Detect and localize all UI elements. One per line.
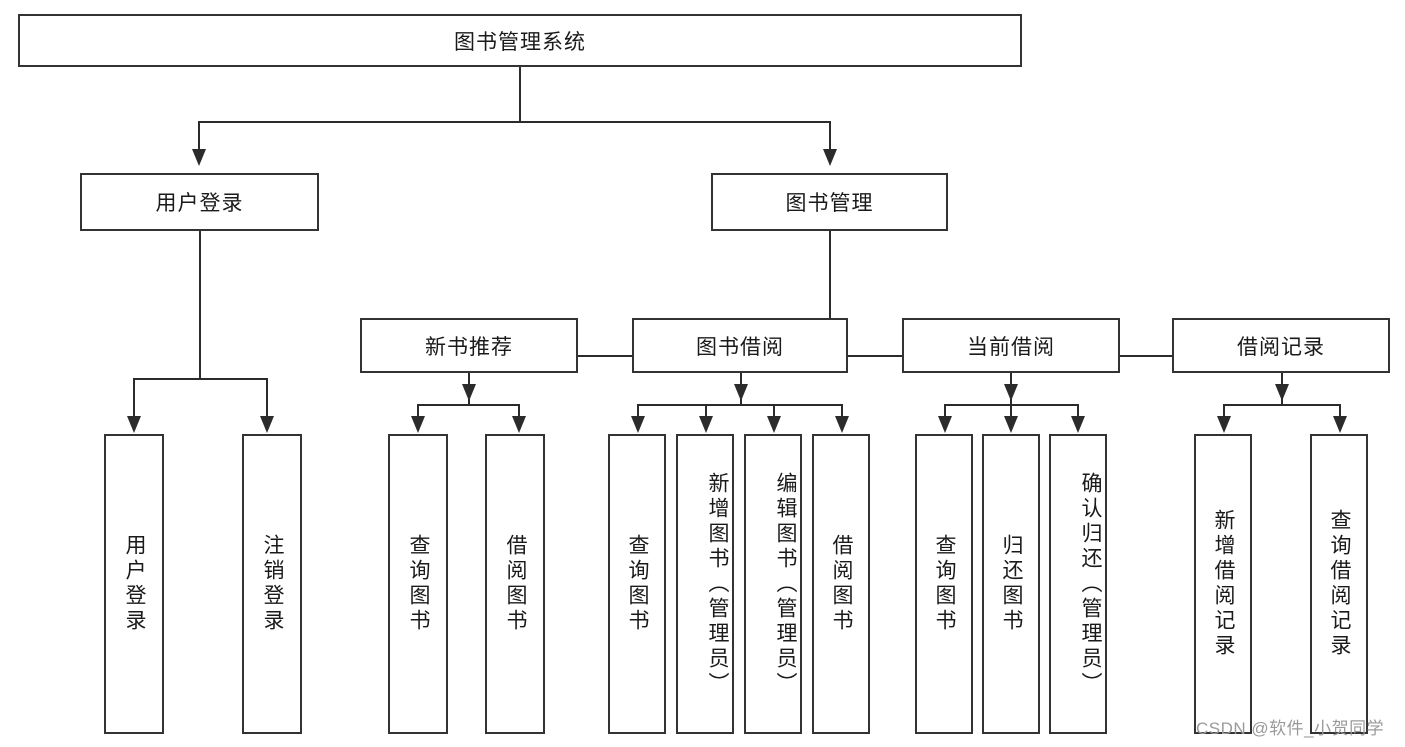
connector-user-login-bar: [133, 378, 267, 380]
node-new-book-recommend[interactable]: 新书推荐: [360, 318, 578, 373]
arrow-cb-leaf-2: [1004, 416, 1018, 433]
arrow-bb-leaf-4: [835, 416, 849, 433]
arrow-cb-leaf-3: [1071, 416, 1085, 433]
arrow-cb-leaf-1: [938, 416, 952, 433]
node-label: 注销登录: [261, 534, 284, 634]
arrow-br-leaf-2: [1333, 416, 1347, 433]
connector-user-login-stem: [199, 231, 201, 379]
arrow-bb-leaf-1: [631, 416, 645, 433]
node-label: 查询图书: [626, 534, 649, 634]
leaf-cb-confirm-return-admin[interactable]: 确认归还（管理员）: [1049, 434, 1107, 734]
node-label: 借阅图书: [830, 534, 853, 634]
node-user-login[interactable]: 用户登录: [80, 173, 319, 231]
connector-root-drop-right: [829, 121, 831, 149]
node-label: 新书推荐: [425, 335, 513, 359]
connector-br-drop-1: [1223, 404, 1225, 417]
node-label: 归还图书: [1000, 534, 1023, 634]
connector-book-manage-stem: [829, 231, 831, 356]
arrow-br-leaf-1: [1217, 416, 1231, 433]
arrow-bb-leaf-2: [699, 416, 713, 433]
connector-nbr-drop-1: [417, 404, 419, 417]
node-current-borrow[interactable]: 当前借阅: [902, 318, 1120, 373]
node-label: 图书管理: [785, 192, 874, 215]
node-book-manage[interactable]: 图书管理: [711, 173, 948, 231]
node-label: 确认归还（管理员）: [1079, 471, 1102, 697]
leaf-cb-query-book[interactable]: 查询图书: [915, 434, 973, 734]
connector-br-bar: [1223, 404, 1340, 406]
leaf-cb-return-book[interactable]: 归还图书: [982, 434, 1040, 734]
node-label: 借阅图书: [504, 534, 527, 634]
leaf-br-add-record[interactable]: 新增借阅记录: [1194, 434, 1252, 734]
node-label: 借阅记录: [1237, 335, 1325, 359]
node-label: 新增借阅记录: [1212, 509, 1235, 659]
node-label: 图书管理系统: [454, 30, 586, 54]
connector-bb-drop-3: [773, 404, 775, 417]
connector-user-login-drop-1: [133, 378, 135, 416]
connector-bb-stem: [740, 373, 742, 405]
connector-nbr-bar: [417, 404, 519, 406]
connector-bb-bar: [637, 404, 842, 406]
csdn-watermark: CSDN @软件_小贺同学: [1196, 719, 1385, 738]
arrow-nbr-leaf-2: [512, 416, 526, 433]
connector-root-drop-left: [198, 121, 200, 149]
connector-root-stem: [519, 67, 521, 122]
node-label: 编辑图书（管理员）: [774, 471, 797, 697]
arrow-bb-leaf-3: [767, 416, 781, 433]
leaf-br-query-record[interactable]: 查询借阅记录: [1310, 434, 1368, 734]
connector-cb-stem: [1010, 373, 1012, 405]
node-book-borrow[interactable]: 图书借阅: [632, 318, 848, 373]
leaf-bb-query-book[interactable]: 查询图书: [608, 434, 666, 734]
node-label: 用户登录: [155, 192, 244, 215]
leaf-nbr-query-book[interactable]: 查询图书: [388, 434, 448, 734]
connector-nbr-drop-2: [518, 404, 520, 417]
connector-cb-drop-1: [944, 404, 946, 417]
node-root-system[interactable]: 图书管理系统: [18, 14, 1022, 67]
arrow-to-leaf-user-login: [127, 416, 141, 433]
connector-cb-drop-3: [1077, 404, 1079, 417]
arrow-nbr-leaf-1: [411, 416, 425, 433]
leaf-bb-edit-book-admin[interactable]: 编辑图书（管理员）: [744, 434, 802, 734]
connector-bb-drop-2: [705, 404, 707, 417]
leaf-bb-add-book-admin[interactable]: 新增图书（管理员）: [676, 434, 734, 734]
node-label: 查询借阅记录: [1328, 509, 1351, 659]
connector-cb-drop-2: [1010, 404, 1012, 417]
node-label: 用户登录: [123, 534, 146, 634]
leaf-bb-borrow-book[interactable]: 借阅图书: [812, 434, 870, 734]
connector-br-drop-2: [1339, 404, 1341, 417]
arrow-to-leaf-logout: [260, 416, 274, 433]
node-label: 新增图书（管理员）: [706, 471, 729, 697]
leaf-logout[interactable]: 注销登录: [242, 434, 302, 734]
node-label: 查询图书: [933, 534, 956, 634]
arrow-to-user-login: [192, 149, 206, 166]
connector-book-manage-bar: [468, 355, 1282, 357]
connector-user-login-drop-2: [266, 378, 268, 416]
leaf-nbr-borrow-book[interactable]: 借阅图书: [485, 434, 545, 734]
connector-root-bar: [198, 121, 830, 123]
connector-bb-drop-1: [637, 404, 639, 417]
connector-bb-drop-4: [841, 404, 843, 417]
connector-br-stem: [1281, 373, 1283, 405]
node-label: 图书借阅: [696, 335, 784, 359]
node-label: 当前借阅: [967, 335, 1055, 359]
arrow-to-book-manage: [823, 149, 837, 166]
node-label: 查询图书: [407, 534, 430, 634]
node-borrow-record[interactable]: 借阅记录: [1172, 318, 1390, 373]
connector-nbr-stem: [468, 373, 470, 405]
leaf-user-login[interactable]: 用户登录: [104, 434, 164, 734]
